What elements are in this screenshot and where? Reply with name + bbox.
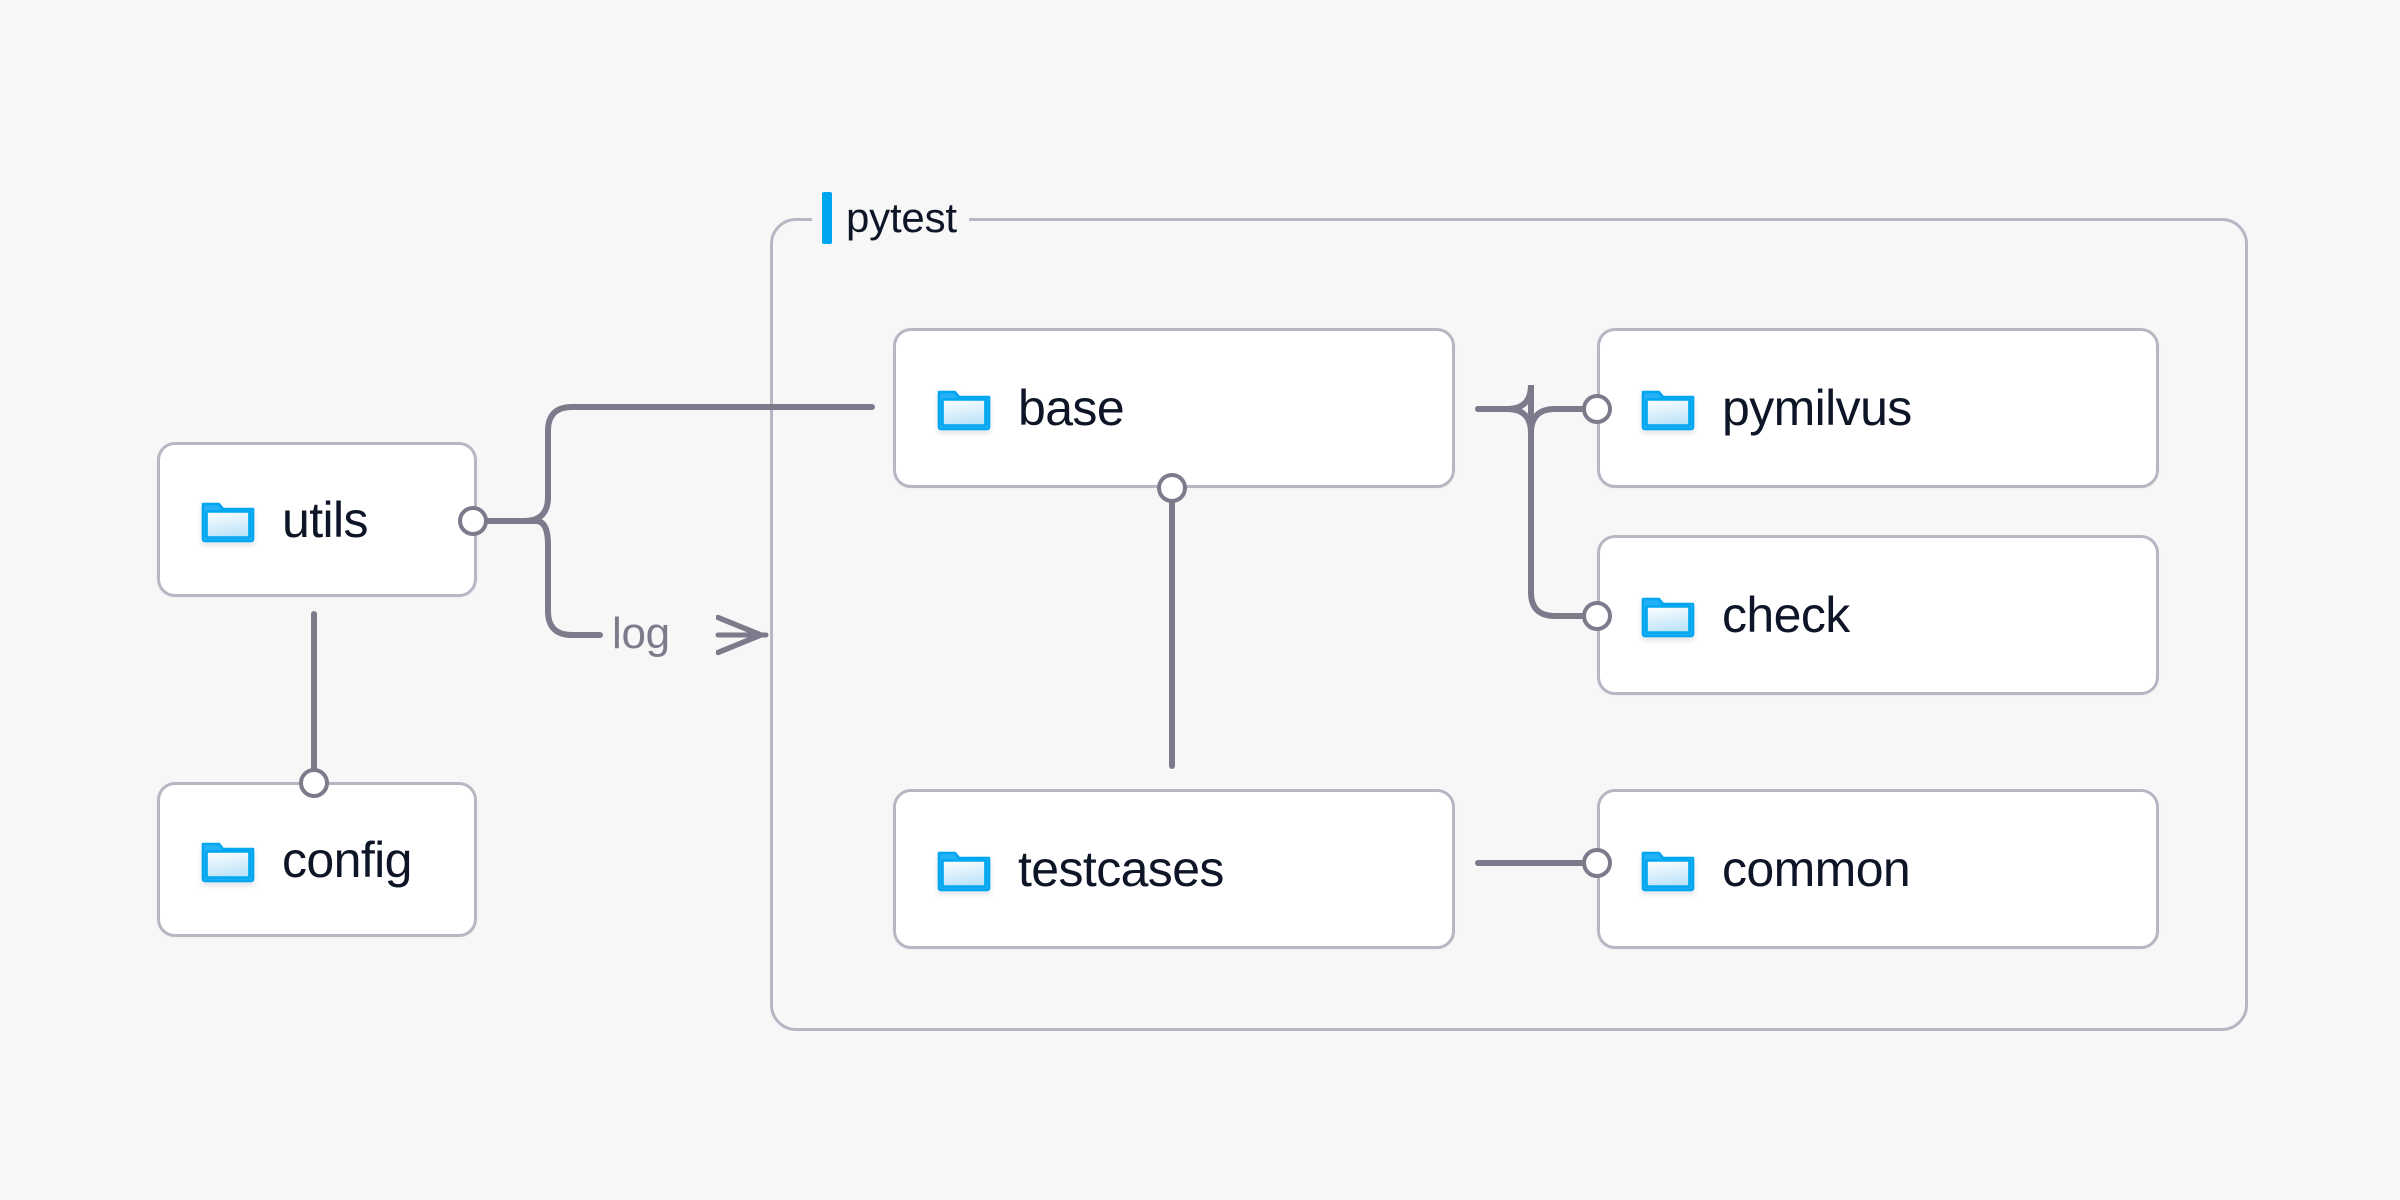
port-config-top[interactable] [299,768,329,798]
node-check[interactable]: check [1597,535,2159,695]
folder-icon [1640,384,1696,432]
group-pytest[interactable] [770,218,2248,1031]
node-label: config [282,831,412,888]
node-label: testcases [1018,841,1224,897]
folder-icon [200,836,256,884]
folder-icon [936,384,992,432]
edge-label-log: log [604,612,678,656]
node-label: pymilvus [1722,380,1912,436]
edge-utils-to-log [533,518,603,638]
node-base[interactable]: base [893,328,1455,488]
node-utils[interactable]: utils [157,442,477,597]
port-pymilvus-left[interactable] [1582,394,1612,424]
edge-check-to-base [1475,406,1585,619]
node-label: check [1722,587,1850,643]
edge-utils-to-base [523,404,875,524]
folder-icon [1640,845,1696,893]
port-check-left[interactable] [1582,601,1612,631]
port-common-left[interactable] [1582,848,1612,878]
node-config[interactable]: config [157,782,477,937]
port-utils-right[interactable] [458,506,488,536]
node-label: base [1018,380,1125,436]
folder-icon [200,496,256,544]
node-pymilvus[interactable]: pymilvus [1597,328,2159,488]
node-common[interactable]: common [1597,789,2159,949]
node-label: common [1722,841,1911,897]
group-pytest-label: pytest [812,190,969,246]
folder-icon [1640,591,1696,639]
node-testcases[interactable]: testcases [893,789,1455,949]
group-title: pytest [846,194,957,241]
node-label: utils [282,491,369,548]
group-accent-bar [822,192,832,244]
port-base-bottom[interactable] [1157,473,1187,503]
folder-icon [936,845,992,893]
